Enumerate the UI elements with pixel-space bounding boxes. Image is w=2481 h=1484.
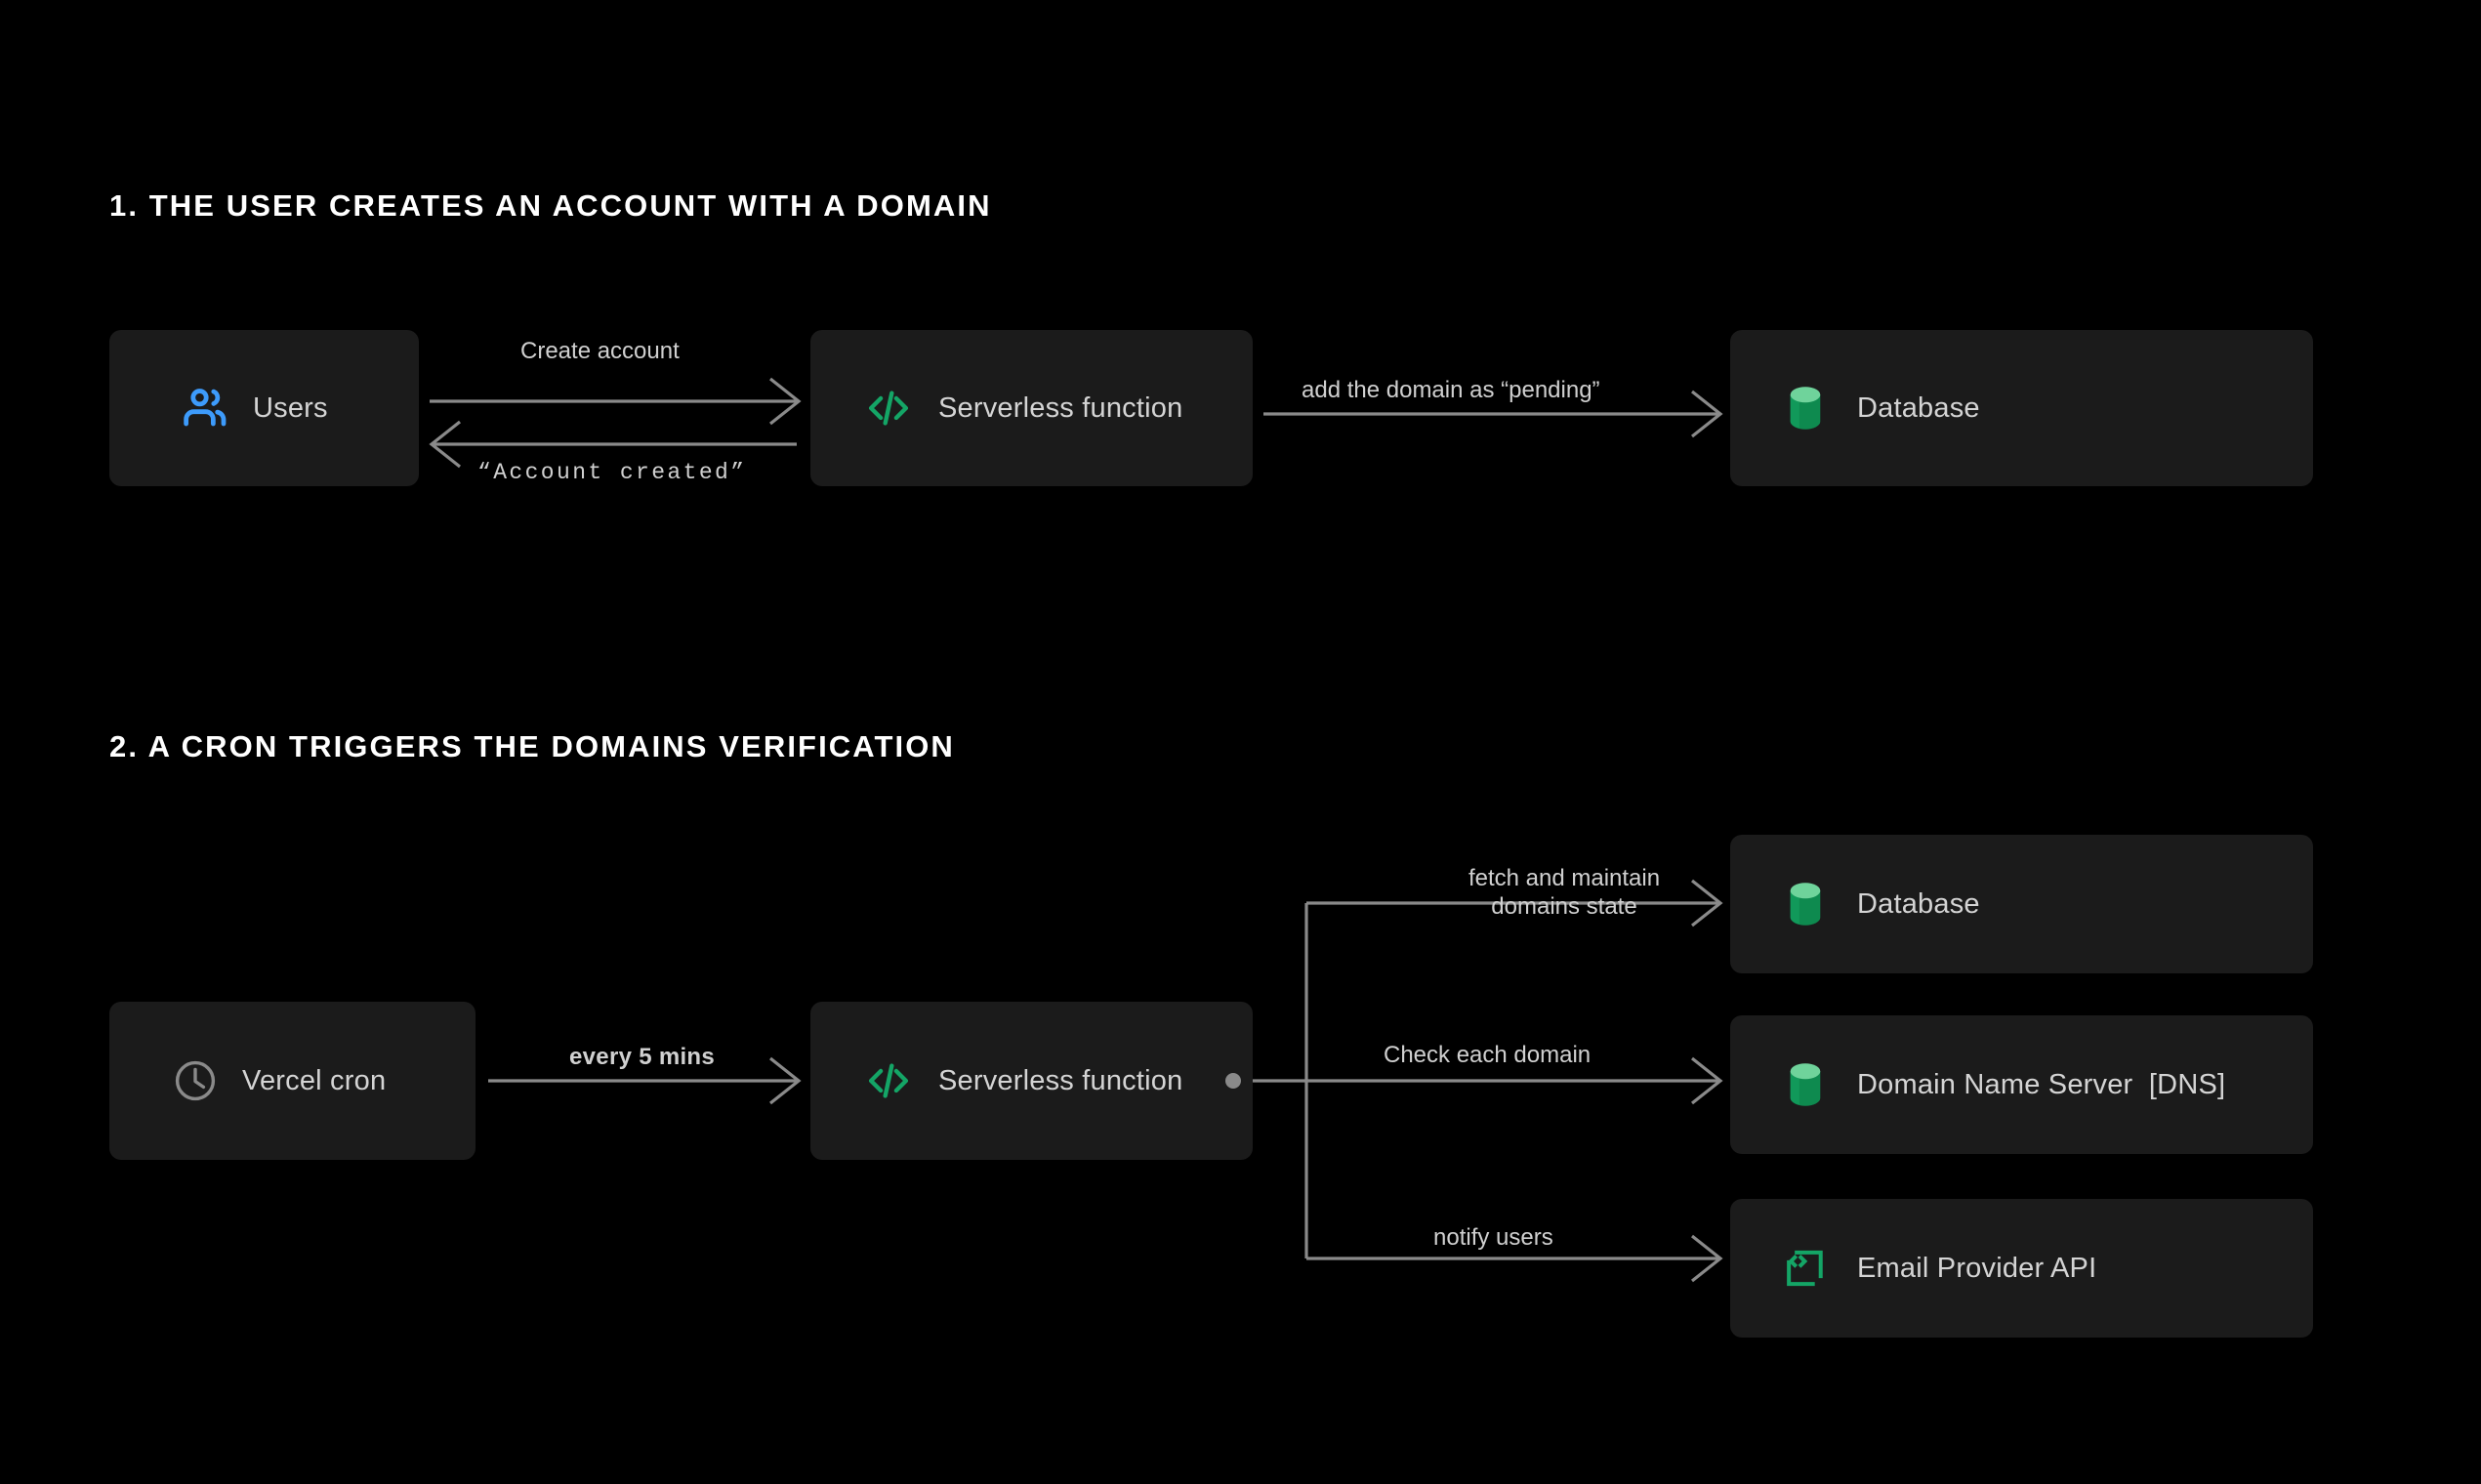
section-heading-2: 2. A CRON TRIGGERS THE DOMAINS VERIFICAT… [109,729,955,763]
edge-every-5-mins-arrowhead [769,1056,802,1105]
node-vercel-cron[interactable]: Vercel cron [109,1002,476,1160]
node-users-label: Users [253,392,328,424]
node-users[interactable]: Users [109,330,419,486]
edge-label-check-each-domain: Check each domain [1384,1042,1592,1068]
node-email-label: Email Provider API [1857,1252,2097,1284]
node-dns-label: Domain Name Server [DNS] [1857,1068,2226,1100]
node-email-provider-api[interactable]: Email Provider API [1730,1199,2313,1338]
edge-label-notify-users: notify users [1433,1224,1553,1251]
edge-account-created-arrowhead [429,420,461,469]
edge-label-account-created: “Account created” [477,460,747,485]
node-serverless-2-label: Serverless function [938,1064,1183,1096]
users-icon [181,383,231,433]
node-serverless-1-label: Serverless function [938,392,1183,424]
edge-check-domain-arrowhead [1691,1056,1723,1105]
edge-notify-users-arrowhead [1691,1234,1723,1283]
database-cylinder-icon [1783,383,1828,433]
code-brackets-icon [864,384,913,433]
section-heading-1: 1. THE USER CREATES AN ACCOUNT WITH A DO… [109,188,992,223]
clock-icon [172,1057,219,1104]
edge-add-domain-arrowhead [1691,390,1723,438]
edge-label-create-account: Create account [520,338,680,364]
edge-label-add-domain: add the domain as “pending” [1302,377,1600,403]
code-brackets-icon [864,1056,913,1105]
node-database-1-label: Database [1857,392,1980,424]
edge-label-every-5-mins: every 5 mins [569,1044,716,1070]
node-serverless-function-2[interactable]: Serverless function [810,1002,1253,1160]
database-cylinder-icon [1783,1059,1828,1110]
database-cylinder-icon [1783,879,1828,929]
api-bracket-icon [1783,1246,1828,1291]
node-serverless-function-1[interactable]: Serverless function [810,330,1253,486]
node-database-2-label: Database [1857,887,1980,920]
branch-junction-dot [1225,1073,1241,1089]
node-domain-name-server[interactable]: Domain Name Server [DNS] [1730,1015,2313,1154]
edge-create-account-arrowhead [769,377,802,426]
node-database-1[interactable]: Database [1730,330,2313,486]
node-cron-label: Vercel cron [242,1064,387,1096]
node-database-2[interactable]: Database [1730,835,2313,973]
